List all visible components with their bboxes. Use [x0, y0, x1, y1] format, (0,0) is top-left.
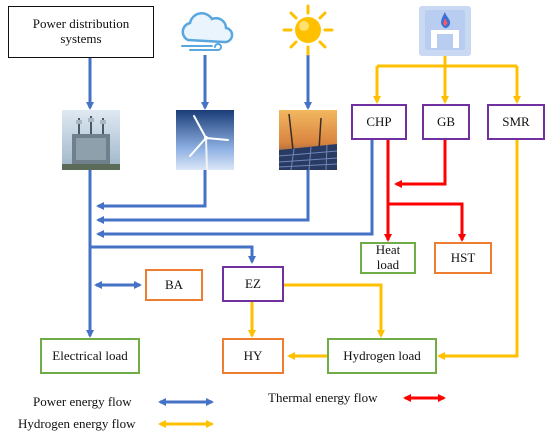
smr-box: SMR	[487, 104, 545, 140]
bus-to-ez	[90, 245, 256, 264]
chp-box: CHP	[351, 104, 407, 140]
legend-power-label: Power energy flow	[33, 394, 132, 409]
turbine-feed	[96, 170, 207, 210]
wind-turbine-photo	[176, 110, 234, 170]
hydrogen-load-label: Hydrogen load	[343, 347, 421, 363]
gas-flame-icon	[419, 6, 471, 56]
gb-box: GB	[422, 104, 470, 140]
pv-feed	[96, 170, 310, 224]
ez-box: EZ	[222, 266, 284, 302]
hst-label: HST	[450, 249, 476, 265]
ez-to-hydrogen-load	[284, 283, 385, 338]
gb-to-heat	[394, 140, 447, 188]
heat-load-box: Heat load	[360, 242, 416, 274]
gb-label: GB	[436, 113, 456, 129]
heat-to-hst	[388, 202, 466, 242]
cloud-wind-icon	[176, 6, 234, 54]
power-distribution-systems-box: Power distribution systems	[8, 6, 154, 58]
hydrogen-load-box: Hydrogen load	[327, 338, 437, 374]
electrical-load-box: Electrical load	[40, 338, 140, 374]
hst-box: HST	[434, 242, 492, 274]
sun-icon	[279, 4, 337, 56]
power-distribution-systems-label: Power distribution systems	[32, 16, 130, 46]
ba-box: BA	[145, 269, 203, 301]
heat-load-label: Heat load	[375, 242, 401, 272]
electrical-load-label: Electrical load	[52, 347, 128, 363]
transformer-photo	[62, 110, 120, 170]
hy-label: HY	[243, 347, 263, 363]
legend-hydrogen-label: Hydrogen energy flow	[18, 416, 136, 431]
ba-label: BA	[164, 276, 184, 292]
ez-label: EZ	[245, 275, 261, 291]
chp-power-feed	[96, 140, 374, 238]
legend-thermal-label: Thermal energy flow	[268, 390, 378, 405]
hy-box: HY	[222, 338, 284, 374]
smr-to-hydrogen-load	[437, 140, 519, 360]
chp-label: CHP	[366, 113, 392, 129]
smr-label: SMR	[502, 113, 530, 129]
solar-panel-photo	[279, 110, 337, 170]
